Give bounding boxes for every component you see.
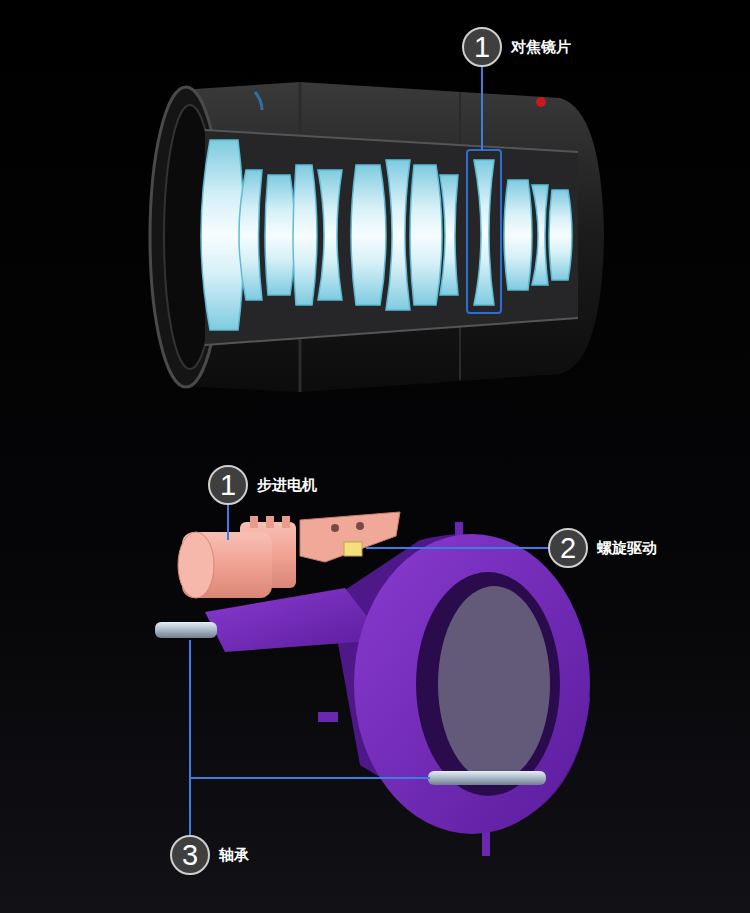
lens-glass [438,586,550,782]
callout-circle: 1 [462,27,502,67]
focus-lens [474,160,494,305]
gear-tooth [282,516,290,528]
barrel-body [180,82,604,392]
blue-ring [255,92,262,110]
callout-number: 1 [220,471,236,500]
part-label: 对焦镜片 [511,38,571,57]
callout: 3 轴承 [170,835,249,875]
cutaway-edge [205,130,578,152]
leader-line [189,640,191,835]
bearing-shaft [155,622,217,638]
ring-opening [416,572,560,796]
callout-circle: 2 [548,528,588,568]
lead-screw [344,542,362,556]
leader-line [190,777,430,779]
leader-lines [190,67,548,835]
lens-barrel [150,82,604,392]
motor-end [178,532,214,598]
bearing-shaft [428,771,546,785]
gear-tooth [250,516,258,528]
callout-number: 3 [182,841,198,870]
lens-element [201,140,244,330]
callout-number: 1 [474,33,490,62]
lens-element [532,185,548,285]
ring-tab [318,712,338,722]
callout: 2 螺旋驱动 [548,528,657,568]
cutaway-edge [205,318,578,345]
lens-elements [201,140,572,330]
lens-element [318,170,342,300]
lens-element [351,165,386,305]
callout: 1 步进电机 [208,465,317,505]
lens-element [410,165,442,305]
lens-element [549,190,572,280]
lens-element [386,160,410,310]
part-label: 轴承 [219,846,249,865]
motor-bracket [300,512,400,562]
focus-highlight [467,150,501,313]
leader-line [227,505,229,540]
lens-element [293,165,317,305]
mount-dot [536,97,546,107]
lens-element [440,175,458,295]
leader-line [366,547,548,549]
callout-circle: 1 [208,465,248,505]
bracket-hole [331,524,339,532]
leader-line [481,67,483,150]
lens-element [265,175,295,295]
part-label: 螺旋驱动 [597,539,657,558]
callout-number: 2 [560,534,576,563]
bracket-hole [356,522,364,530]
lens-element [239,170,262,300]
callout: 1 对焦镜片 [462,27,571,67]
lens-element [504,180,532,290]
cutaway-interior [205,130,578,345]
callout-circle: 3 [170,835,210,875]
gear-tooth [266,516,274,528]
part-label: 步进电机 [257,476,317,495]
focus-drive [155,512,590,856]
ring-front [354,534,590,834]
